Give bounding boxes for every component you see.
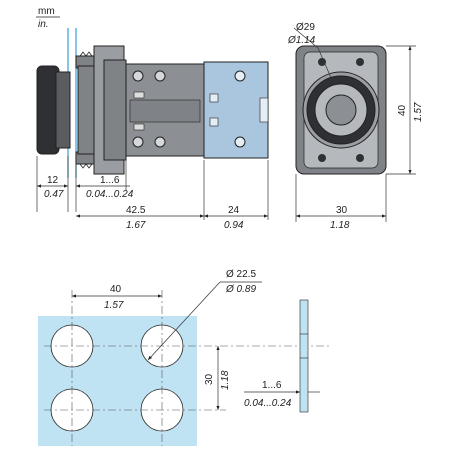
terminal-screw-icon	[234, 70, 246, 82]
height-in: 1.57	[413, 102, 424, 122]
terminal-clip	[209, 93, 219, 103]
spacing-v-mm: 30	[204, 373, 215, 385]
panel-section	[299, 299, 309, 413]
diameter-leader	[293, 27, 319, 49]
units-label: mm in.	[36, 6, 60, 30]
panel-cutout: 40 1.57 Ø 22.5 Ø 0.89 30 1.18 1...6 0.04…	[38, 269, 330, 446]
dim-12-in: 0.47	[44, 189, 64, 200]
dim-24-in: 0.94	[224, 220, 244, 231]
width-mm: 30	[336, 205, 348, 216]
terminal-screw-icon	[234, 136, 246, 148]
hole-diameter-leader	[147, 281, 221, 361]
terminal-screw-icon	[154, 136, 166, 148]
dim-24-mm: 24	[228, 205, 240, 216]
terminal-screw-icon	[154, 70, 166, 82]
dim-thickness-mm: 1...6	[100, 175, 120, 186]
dim-12-mm: 12	[47, 175, 59, 186]
terminal-screw-icon	[132, 70, 144, 82]
mount-hole-icon	[356, 58, 364, 66]
terminal-screw-icon	[132, 136, 144, 148]
side-view: 12 0.47 1...6 0.04...0.24 42.5 1.67 24 0…	[36, 28, 269, 231]
mount-hole-icon	[318, 58, 326, 66]
diameter-in: Ø1.14	[287, 35, 316, 46]
module-latch	[259, 97, 269, 123]
spacing-h-mm: 40	[110, 284, 122, 295]
terminal-clip	[209, 117, 219, 127]
spacing-v-in: 1.18	[220, 370, 231, 390]
mount-hole-icon	[356, 154, 364, 162]
units-in: in.	[38, 19, 49, 30]
front-actuator	[325, 94, 357, 126]
dim-thickness-in: 0.04...0.24	[86, 189, 134, 200]
terminal-clip	[133, 91, 145, 99]
front-view: Ø29 Ø1.14 40 1.57 30 1.18	[287, 22, 424, 231]
contact-block-center	[129, 99, 201, 123]
hole-diameter-in: Ø 0.89	[225, 284, 256, 295]
diameter-leader	[317, 47, 333, 81]
height-mm: 40	[397, 104, 408, 116]
mount-hole-icon	[318, 154, 326, 162]
diameter-mm: Ø29	[296, 22, 315, 33]
thread-top	[79, 51, 93, 57]
dim-42-5-in: 1.67	[126, 220, 146, 231]
units-mm: mm	[38, 6, 55, 17]
spacing-h-in: 1.57	[104, 300, 124, 311]
panel-thickness-mm: 1...6	[262, 380, 282, 391]
flange-body	[103, 59, 127, 161]
terminal-clip	[133, 123, 145, 131]
button-bezel	[55, 71, 71, 149]
panel-thickness-in: 0.04...0.24	[244, 398, 292, 409]
width-in: 1.18	[330, 220, 350, 231]
thread-bottom	[79, 163, 93, 169]
dim-42-5-mm: 42.5	[126, 205, 146, 216]
hole-diameter-mm: Ø 22.5	[226, 269, 256, 280]
